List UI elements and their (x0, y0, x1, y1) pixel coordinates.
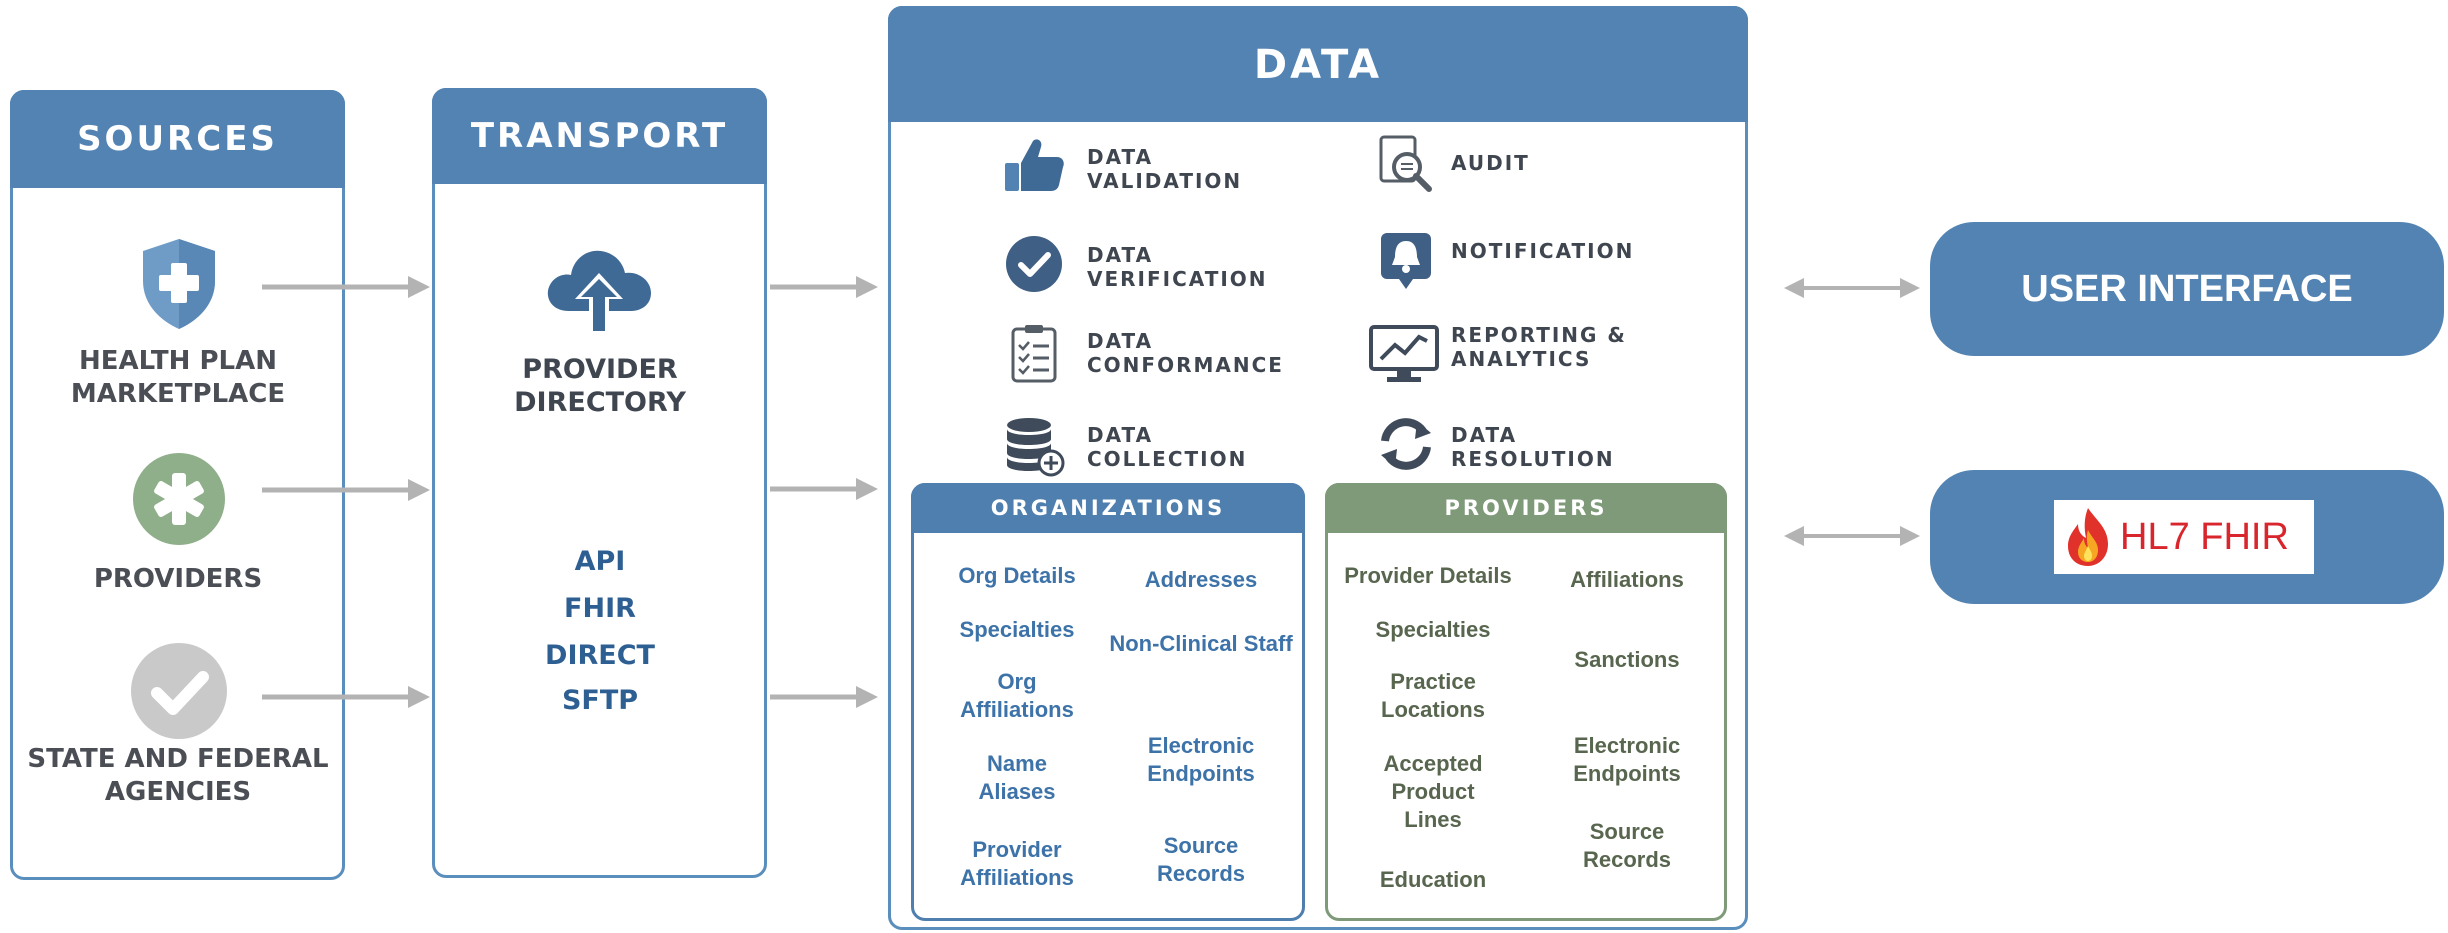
check-circle-icon (131, 643, 227, 739)
service-label-audit: AUDIT (1451, 151, 1530, 175)
prov-cell-specialties: Specialties (1375, 617, 1491, 642)
org-cell-org-affiliations: Org Affiliations (960, 669, 1074, 722)
shield-plus-icon (143, 239, 215, 329)
org-cell-name-aliases: Name Aliases (978, 751, 1056, 804)
thumbs-up-icon (1005, 139, 1064, 191)
cloud-upload-icon (547, 250, 651, 335)
prov-cell-source-records: Source Records (1582, 819, 1672, 872)
audit-magnifier-icon (1379, 135, 1432, 192)
transport-method-fhir: FHIR (564, 593, 636, 624)
transport-method-api: API (574, 546, 626, 577)
sources-title: SOURCES (10, 90, 345, 188)
org-cell-org-details: Org Details (958, 563, 1076, 588)
sources-panel: SOURCES HEALTH PLAN MARKETPLACE PROVIDER… (10, 90, 345, 880)
database-plus-icon (1007, 418, 1065, 477)
checklist-icon (1011, 325, 1057, 383)
service-label-data-conformance: DATA CONFORMANCE (1087, 329, 1284, 377)
organizations-panel: ORGANIZATIONS Org Details Specialties Or… (911, 483, 1305, 921)
transport-method-sftp: SFTP (561, 685, 639, 716)
prov-cell-practice-locations: Practice Locations (1381, 669, 1485, 722)
user-interface-label: USER INTERFACE (2021, 268, 2353, 310)
transport-method-direct: DIRECT (545, 640, 655, 671)
fhir-flame-icon (2068, 508, 2108, 566)
prov-cell-education: Education (1379, 867, 1487, 892)
arrow-transport-to-data-2 (770, 478, 878, 500)
source-label-agencies: STATE AND FEDERAL AGENCIES (27, 744, 329, 807)
bell-icon (1381, 233, 1431, 289)
org-cell-specialties: Specialties (959, 617, 1075, 642)
transport-panel: TRANSPORT PROVIDER DIRECTORY API FHIR DI… (432, 88, 767, 878)
service-label-reporting-analytics: REPORTING & ANALYTICS (1451, 323, 1627, 371)
user-interface-button[interactable]: USER INTERFACE (1930, 222, 2444, 356)
prov-cell-sanctions: Sanctions (1574, 647, 1680, 672)
org-cell-electronic-endpoints: Electronic Endpoints (1147, 733, 1255, 786)
org-cell-non-clinical-staff: Non-Clinical Staff (1109, 631, 1293, 656)
organizations-title: ORGANIZATIONS (911, 483, 1305, 533)
arrow-transport-to-data-1 (770, 276, 878, 298)
providers-panel: PROVIDERS Provider Details Specialties P… (1325, 483, 1727, 921)
hl7-fhir-logo: HL7 FHIR (2054, 500, 2314, 574)
bidirectional-arrow-user-interface (1784, 278, 1920, 298)
arrow-transport-to-data-3 (770, 686, 878, 708)
providers-title: PROVIDERS (1325, 483, 1727, 533)
hl7-fhir-button[interactable]: HL7 FHIR (1930, 470, 2444, 604)
prov-cell-provider-details: Provider Details (1344, 563, 1512, 588)
service-label-notification: NOTIFICATION (1451, 239, 1635, 263)
service-label-data-validation: DATA VALIDATION (1087, 145, 1243, 193)
monitor-chart-icon (1369, 325, 1439, 382)
arrow-health-plan-to-transport (262, 276, 430, 298)
medical-asterisk-icon (133, 453, 225, 545)
bidirectional-arrow-fhir (1784, 526, 1920, 546)
prov-cell-accepted-product-lines: Accepted Product Lines (1383, 751, 1483, 832)
check-badge-icon (1006, 236, 1062, 292)
prov-cell-electronic-endpoints: Electronic Endpoints (1573, 733, 1681, 786)
service-label-data-resolution: DATA RESOLUTION (1451, 423, 1615, 471)
source-label-providers: PROVIDERS (93, 564, 263, 594)
org-cell-provider-affiliations: Provider Affiliations (960, 837, 1074, 890)
prov-cell-affiliations: Affiliations (1570, 567, 1684, 592)
data-panel: DATA DATA VALIDATION DATA VERIFICATION D… (888, 6, 1748, 930)
org-cell-source-records: Source Records (1156, 833, 1246, 886)
source-label-health-plan: HEALTH PLAN MARKETPLACE (70, 346, 286, 409)
transport-title: TRANSPORT (432, 88, 767, 184)
org-cell-addresses: Addresses (1144, 567, 1258, 592)
provider-directory-label: PROVIDER DIRECTORY (514, 354, 686, 418)
arrow-providers-to-transport (262, 479, 430, 501)
service-label-data-collection: DATA COLLECTION (1087, 423, 1248, 471)
arrow-agencies-to-transport (262, 686, 430, 708)
refresh-icon (1381, 418, 1431, 470)
service-label-data-verification: DATA VERIFICATION (1087, 243, 1268, 291)
data-title: DATA (888, 6, 1748, 122)
hl7-fhir-logo-text: HL7 FHIR (2120, 516, 2289, 558)
